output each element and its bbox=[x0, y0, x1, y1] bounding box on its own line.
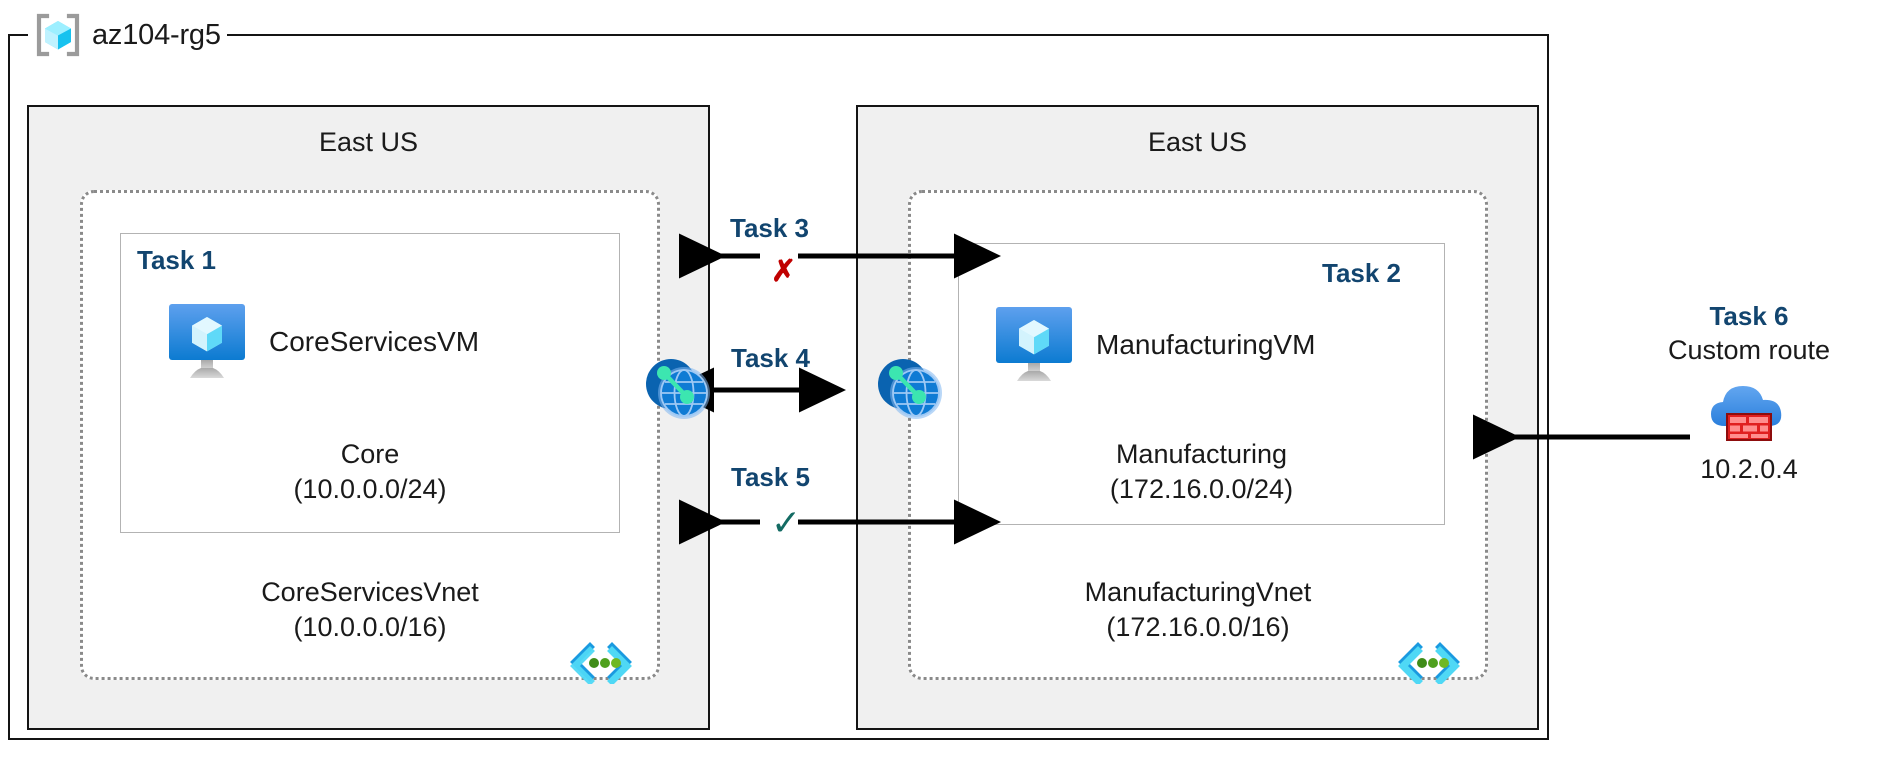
vnet-peering-globe-icon-right bbox=[872, 352, 946, 424]
virtual-machine-icon-manufacturing bbox=[992, 303, 1076, 387]
region-label-left: East US bbox=[318, 127, 419, 157]
subnet-manufacturing bbox=[958, 243, 1445, 525]
vnet-manufacturing-name: ManufacturingVnet (172.16.0.0/16) bbox=[908, 575, 1488, 644]
task-5-check-icon: ✓ bbox=[771, 502, 802, 543]
subnet-core-label: Core (10.0.0.0/24) bbox=[120, 437, 620, 507]
vm-core-services-name: CoreServicesVM bbox=[269, 326, 480, 357]
virtual-machine-icon-core bbox=[165, 300, 249, 384]
subnet-core bbox=[120, 233, 620, 533]
custom-route-ip: 10.2.0.4 bbox=[1700, 453, 1798, 484]
task-5-label: Task 5 bbox=[731, 462, 811, 492]
vnet-manufacturing-cidr-text: (172.16.0.0/16) bbox=[1106, 611, 1290, 642]
task-1-label: Task 1 bbox=[137, 245, 217, 275]
task-2-label: Task 2 bbox=[1322, 258, 1402, 288]
vnet-manufacturing-name-text: ManufacturingVnet bbox=[1084, 577, 1312, 607]
subnet-core-name-text: Core bbox=[340, 439, 400, 469]
custom-route-block: Task 6 Custom route bbox=[1614, 300, 1884, 487]
vnet-brackets-icon-manufacturing bbox=[1398, 640, 1460, 686]
vnet-core-services-name: CoreServicesVnet (10.0.0.0/16) bbox=[80, 575, 660, 644]
custom-route-label: Custom route bbox=[1667, 334, 1831, 365]
subnet-core-cidr-text: (10.0.0.0/24) bbox=[293, 474, 447, 505]
vnet-peering-globe-icon-left bbox=[640, 352, 714, 424]
vnet-core-name-text: CoreServicesVnet bbox=[261, 577, 479, 607]
subnet-manufacturing-name-text: Manufacturing bbox=[1115, 439, 1288, 469]
task-6-label: Task 6 bbox=[1709, 301, 1789, 331]
resource-group-name: az104-rg5 bbox=[92, 18, 221, 51]
task-3-cross-icon: ✗ bbox=[771, 255, 797, 288]
resource-group-title: az104-rg5 bbox=[28, 13, 227, 57]
vnet-brackets-icon-core bbox=[570, 640, 632, 686]
vm-manufacturing-row: ManufacturingVM bbox=[992, 303, 1315, 387]
resource-group-frame bbox=[8, 34, 1549, 740]
subnet-manufacturing-cidr-text: (172.16.0.0/24) bbox=[1109, 474, 1294, 505]
vm-core-services-row: CoreServicesVM bbox=[165, 300, 479, 384]
resource-group-cube-icon bbox=[34, 13, 82, 57]
task-3-label: Task 3 bbox=[730, 213, 810, 243]
vm-manufacturing-name: ManufacturingVM bbox=[1096, 329, 1316, 360]
firewall-cloud-icon bbox=[1701, 374, 1797, 448]
region-label-right: East US bbox=[1147, 127, 1248, 157]
subnet-manufacturing-label: Manufacturing (172.16.0.0/24) bbox=[958, 437, 1445, 507]
vnet-core-cidr-text: (10.0.0.0/16) bbox=[293, 611, 447, 642]
task-4-label: Task 4 bbox=[731, 343, 811, 373]
